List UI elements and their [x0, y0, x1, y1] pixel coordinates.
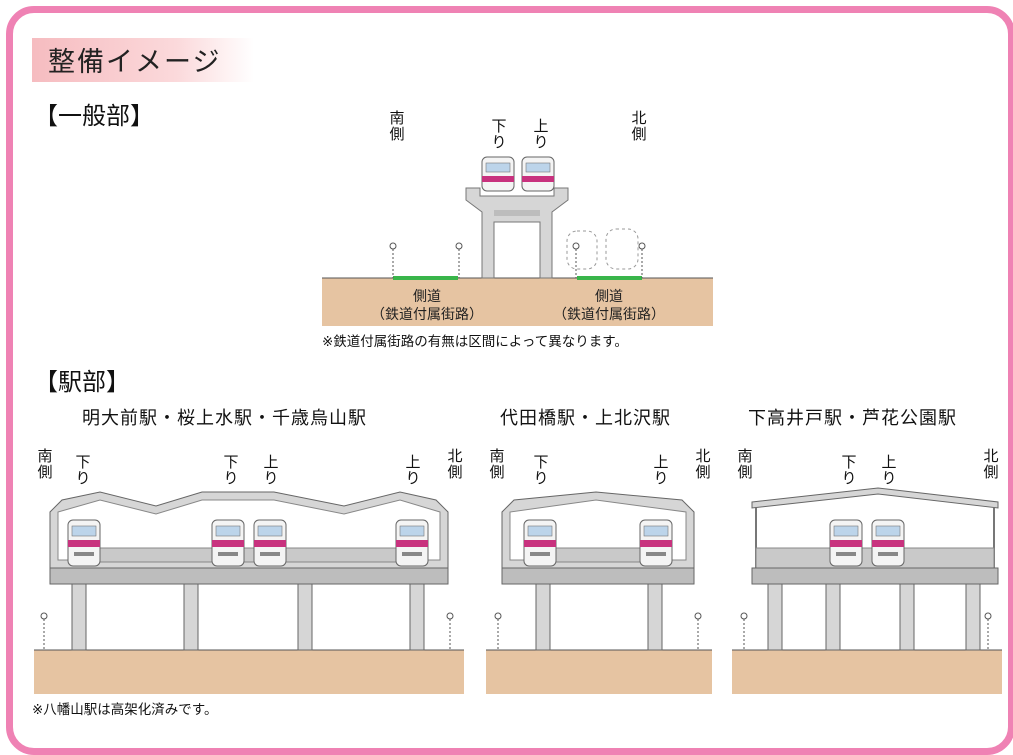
- group-3-lamp-right: [984, 612, 992, 650]
- group-1-pier-4: [409, 583, 425, 651]
- group-2-platform: [551, 547, 645, 563]
- group-1-deck: [49, 567, 449, 585]
- group-2-pier-1: [535, 583, 551, 651]
- general-note: ※鉄道付属街路の有無は区間によって異なります。: [322, 334, 628, 350]
- street-lamp-3: [572, 242, 580, 278]
- page-title: 整備イメージ: [48, 47, 222, 78]
- title-band: [32, 38, 254, 82]
- group-2-north: 北側: [695, 447, 711, 481]
- group-3-south: 南側: [737, 447, 753, 481]
- street-lamp-2: [455, 242, 463, 278]
- group-3-pier-4: [965, 583, 981, 651]
- group-2-lamp-right: [694, 612, 702, 650]
- general-train-up: [521, 156, 555, 192]
- general-ground: [322, 278, 713, 326]
- group-1-title: 明大前駅・桜上水駅・千歳烏山駅: [82, 408, 367, 429]
- group-3-roof: [751, 487, 999, 509]
- group-3-deck: [751, 567, 999, 585]
- group-1-down-b: 下り: [223, 453, 239, 487]
- group-1-up-b: 上り: [405, 453, 421, 487]
- group-3-pier-3: [899, 583, 915, 651]
- general-section-label: 【一般部】: [34, 102, 154, 130]
- general-train-down: [481, 156, 515, 192]
- station-cross-sections: [34, 487, 1002, 694]
- group-1-pier-1: [71, 583, 87, 651]
- group-1-up-a: 上り: [263, 453, 279, 487]
- group-1-lamp-left: [40, 612, 48, 650]
- group-3-ground: [732, 650, 1002, 694]
- group-3-up: 上り: [881, 453, 897, 487]
- group-1-pier-2: [183, 583, 199, 651]
- general-north-label: 北側: [631, 109, 647, 143]
- group-2-lamp-left: [494, 612, 502, 650]
- group-1-ground: [34, 650, 464, 694]
- group-1-south: 南側: [37, 447, 53, 481]
- group-2-deck: [501, 567, 695, 585]
- street-lamp-4: [638, 242, 646, 278]
- group-1-lamp-right: [446, 612, 454, 650]
- group-2-south: 南側: [489, 447, 505, 481]
- side-road-left-sub: （鉄道付属街路）: [371, 307, 483, 323]
- group-3-pier-2: [825, 583, 841, 651]
- general-deck: [494, 210, 540, 216]
- group-1-train-1: [67, 519, 101, 567]
- group-3-pier-1: [767, 583, 783, 651]
- diagram-frame: [6, 6, 1013, 755]
- general-south-label: 南側: [389, 109, 405, 143]
- general-up-label: 上り: [533, 117, 549, 151]
- group-1-pier-3: [297, 583, 313, 651]
- group-1-train-2: [211, 519, 245, 567]
- group-2-title: 代田橋駅・上北沢駅: [500, 408, 671, 429]
- group-3-down: 下り: [841, 453, 857, 487]
- general-cross-section: [322, 156, 713, 326]
- group-3-train-2: [871, 519, 905, 567]
- group-1-north: 北側: [447, 447, 463, 481]
- group-1-train-4: [395, 519, 429, 567]
- group-3-lamp-left: [740, 612, 748, 650]
- group-3-train-1: [829, 519, 863, 567]
- group-1-train-3: [253, 519, 287, 567]
- side-road-left-label: 側道: [413, 289, 441, 305]
- side-road-left: [393, 276, 458, 280]
- station-section-label: 【駅部】: [34, 368, 130, 396]
- general-down-label: 下り: [491, 117, 507, 151]
- group-3-title: 下高井戸駅・芦花公園駅: [748, 408, 957, 429]
- dashed-vehicle-2: [605, 228, 639, 270]
- group-2-up: 上り: [653, 453, 669, 487]
- group-2-pier-2: [647, 583, 663, 651]
- side-road-right-label: 側道: [595, 289, 623, 305]
- group-2-ground: [486, 650, 712, 694]
- group-2-train-2: [639, 519, 673, 567]
- group-1-platform: [97, 547, 405, 563]
- group-2-train-1: [523, 519, 557, 567]
- group-2-down: 下り: [533, 453, 549, 487]
- side-road-right: [577, 276, 642, 280]
- station-note: ※八幡山駅は高架化済みです。: [32, 702, 218, 718]
- group-1-down-a: 下り: [75, 453, 91, 487]
- street-lamp-1: [389, 242, 397, 278]
- side-road-right-sub: （鉄道付属街路）: [553, 307, 665, 323]
- general-viaduct: [465, 187, 569, 279]
- group-3-north: 北側: [983, 447, 999, 481]
